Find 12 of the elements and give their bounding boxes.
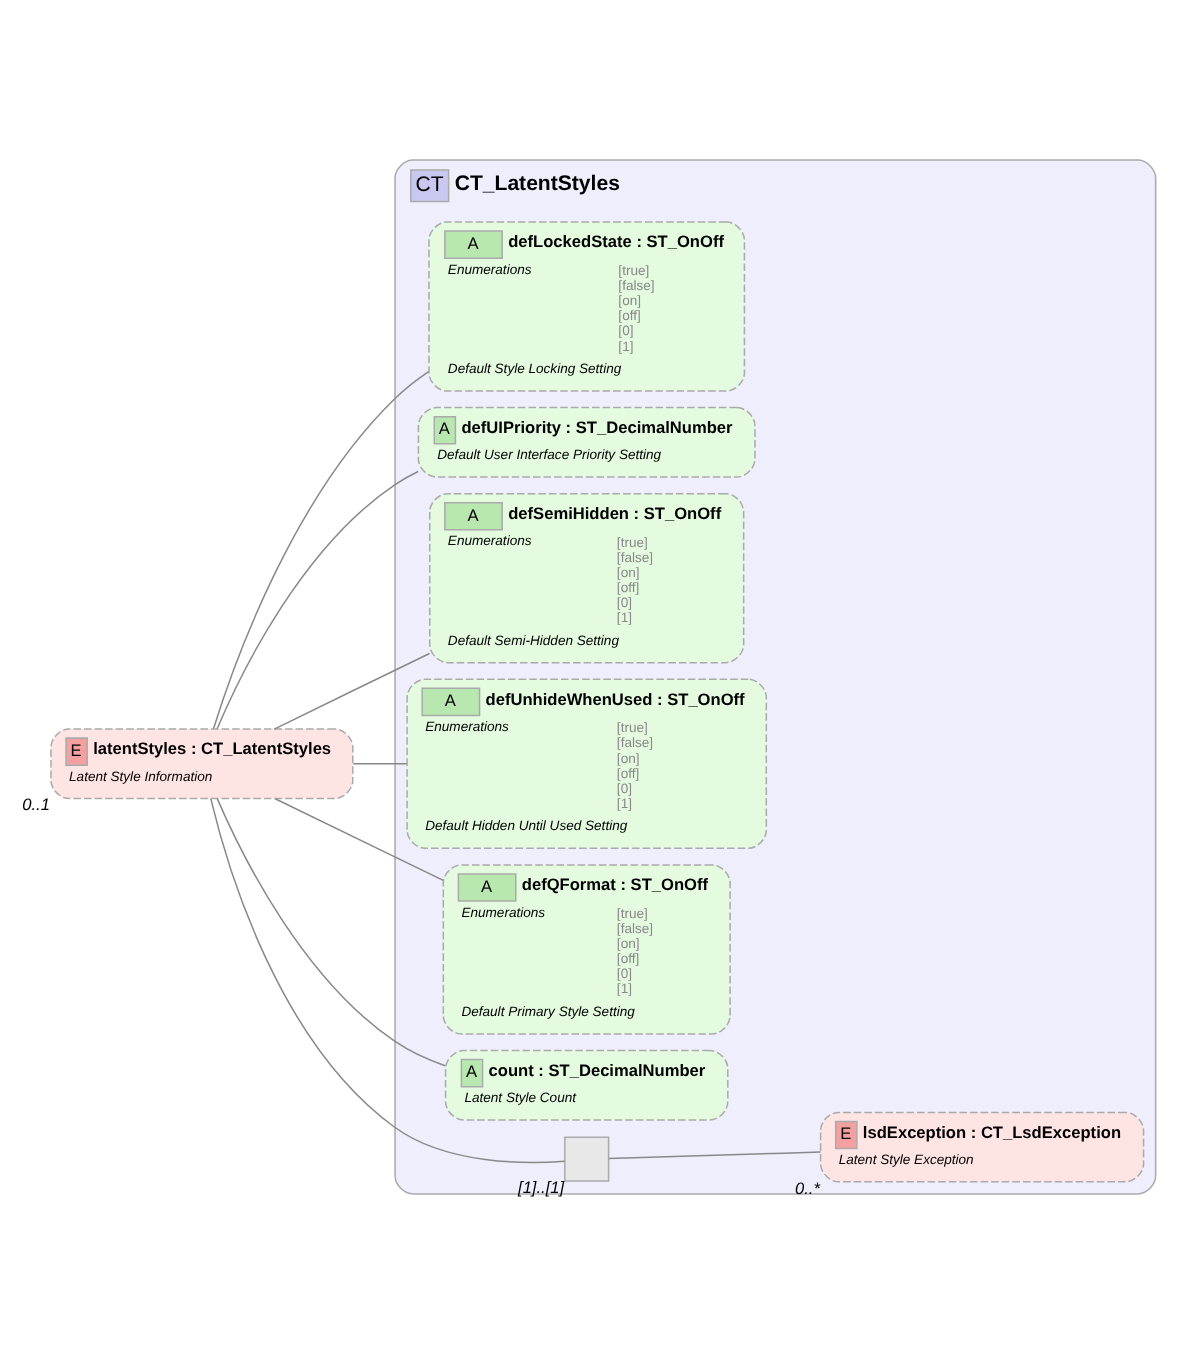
connector: [210, 797, 566, 1164]
connector: [216, 470, 419, 730]
node-label: 0..*: [794, 1177, 820, 1198]
node-label: 0..1: [22, 794, 50, 815]
connector: [273, 652, 431, 730]
connector: [274, 797, 445, 882]
connector: [212, 370, 430, 730]
node-label: [1]..[1]: [518, 1176, 565, 1197]
connector: [608, 1151, 822, 1160]
connector: [352, 763, 408, 765]
connector: [216, 797, 446, 1067]
node-box: [564, 1136, 610, 1182]
